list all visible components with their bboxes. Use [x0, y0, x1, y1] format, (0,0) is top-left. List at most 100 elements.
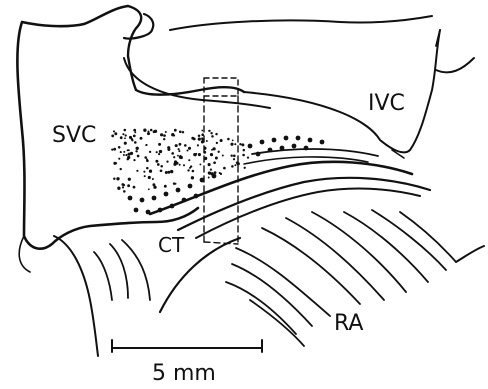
stipple-dot	[216, 142, 218, 144]
stipple-dot	[124, 129, 127, 132]
stipple-dot	[144, 175, 146, 177]
stipple-dot	[176, 162, 179, 165]
stipple-dot	[136, 170, 138, 172]
stipple-dot-bold	[296, 136, 301, 141]
stipple-dot	[222, 155, 224, 157]
stipple-dot	[127, 149, 129, 151]
stipple-dot	[154, 130, 157, 133]
stipple-dot	[208, 177, 210, 179]
stipple-dot	[188, 147, 191, 150]
stipple-dot	[114, 132, 117, 135]
stipple-dot	[134, 141, 137, 144]
stipple-dot-bold	[140, 198, 145, 203]
stipple-dot	[241, 143, 244, 146]
stipple-dot-bold	[170, 204, 175, 209]
stipple-dot	[133, 186, 136, 189]
stipple-dot	[146, 167, 149, 170]
stipple-dot-bold	[280, 146, 285, 151]
stipple-dot	[234, 143, 236, 145]
stipple-dot	[134, 131, 136, 133]
sampling-column-base	[204, 242, 238, 244]
stipple-dot	[201, 133, 204, 136]
stipple-dot	[150, 129, 153, 132]
stipple-dot	[214, 171, 217, 174]
stipple-dot	[191, 176, 194, 179]
stipple-dot	[117, 187, 120, 190]
stipple-dot	[233, 155, 236, 158]
stipple-dot	[153, 186, 156, 189]
scale-bar-label: 5 mm	[152, 361, 216, 386]
stipple-dot	[123, 190, 126, 193]
stipple-dot-bold	[260, 140, 265, 145]
stipple-dot	[210, 132, 212, 134]
stipple-dot	[233, 158, 235, 160]
stipple-dot	[193, 137, 196, 140]
stipple-dot	[157, 163, 160, 166]
stipple-dot-bold	[158, 208, 163, 213]
stipple-dot	[215, 157, 218, 160]
stipple-dot	[159, 150, 162, 153]
stipple-dot-bold	[272, 138, 277, 143]
stipple-dot	[123, 184, 125, 186]
stipple-dot	[234, 164, 236, 166]
stipple-dot	[160, 133, 163, 136]
stipple-dot	[195, 153, 197, 155]
stipple-dot	[163, 134, 166, 137]
stipple-dot	[183, 164, 185, 166]
stipple-dot	[188, 159, 190, 161]
lower-left-curve-4	[122, 240, 150, 300]
stipple-dot	[158, 153, 160, 155]
stipple-dot	[210, 153, 213, 156]
stipple-dot	[197, 144, 199, 146]
stipple-dot	[166, 160, 168, 162]
stipple-dot	[143, 171, 145, 173]
stipple-dot	[165, 171, 168, 174]
stipple-dot-bold	[284, 136, 289, 141]
stipple-dot	[230, 154, 232, 156]
stipple-dot	[227, 138, 230, 141]
stipple-dot	[213, 161, 216, 164]
stipple-dot	[231, 165, 234, 168]
stipple-dot	[184, 144, 187, 147]
stipple-dot	[203, 147, 206, 150]
stipple-dot	[199, 163, 201, 165]
stipple-dot	[192, 170, 195, 173]
stipple-dot	[230, 143, 233, 146]
svc-inner-arc	[124, 58, 270, 108]
ra-trabecula-9	[400, 212, 456, 262]
stipple-dot	[125, 154, 127, 156]
stipple-dot	[164, 185, 167, 188]
stipple-dot-bold	[248, 144, 253, 149]
stipple-dot	[244, 167, 246, 169]
stipple-dot	[122, 133, 124, 135]
stipple-dot	[137, 155, 140, 158]
stipple-dot	[179, 156, 182, 159]
label-svc: SVC	[52, 123, 96, 148]
stipple-dot-bold	[182, 198, 187, 203]
stipple-dot	[189, 167, 191, 169]
stipple-dot	[178, 148, 180, 150]
stipple-dot	[116, 177, 119, 180]
stipple-dot	[160, 169, 163, 172]
stipple-dot	[144, 156, 147, 159]
stipple-dot	[220, 139, 223, 142]
stipple-dot	[123, 154, 125, 156]
stipple-dot	[175, 183, 177, 185]
stipple-dot	[133, 129, 136, 132]
stipple-dot	[149, 151, 151, 153]
label-ct: CT	[158, 233, 185, 257]
stipple-dot	[198, 137, 201, 140]
ra-trabecula-5	[286, 218, 384, 300]
stipple-dot	[148, 176, 151, 179]
label-ra: RA	[334, 311, 363, 336]
ra-lower-line	[250, 300, 304, 346]
stipple-dot	[201, 140, 204, 143]
stipple-dot	[156, 151, 158, 153]
stipple-dot-bold	[292, 144, 297, 149]
stipple-dot	[167, 148, 170, 151]
stipple-dot	[201, 130, 203, 132]
stipple-dot-bold	[212, 174, 217, 179]
ra-right-boundary	[456, 246, 484, 262]
stipple-dot	[187, 169, 189, 171]
